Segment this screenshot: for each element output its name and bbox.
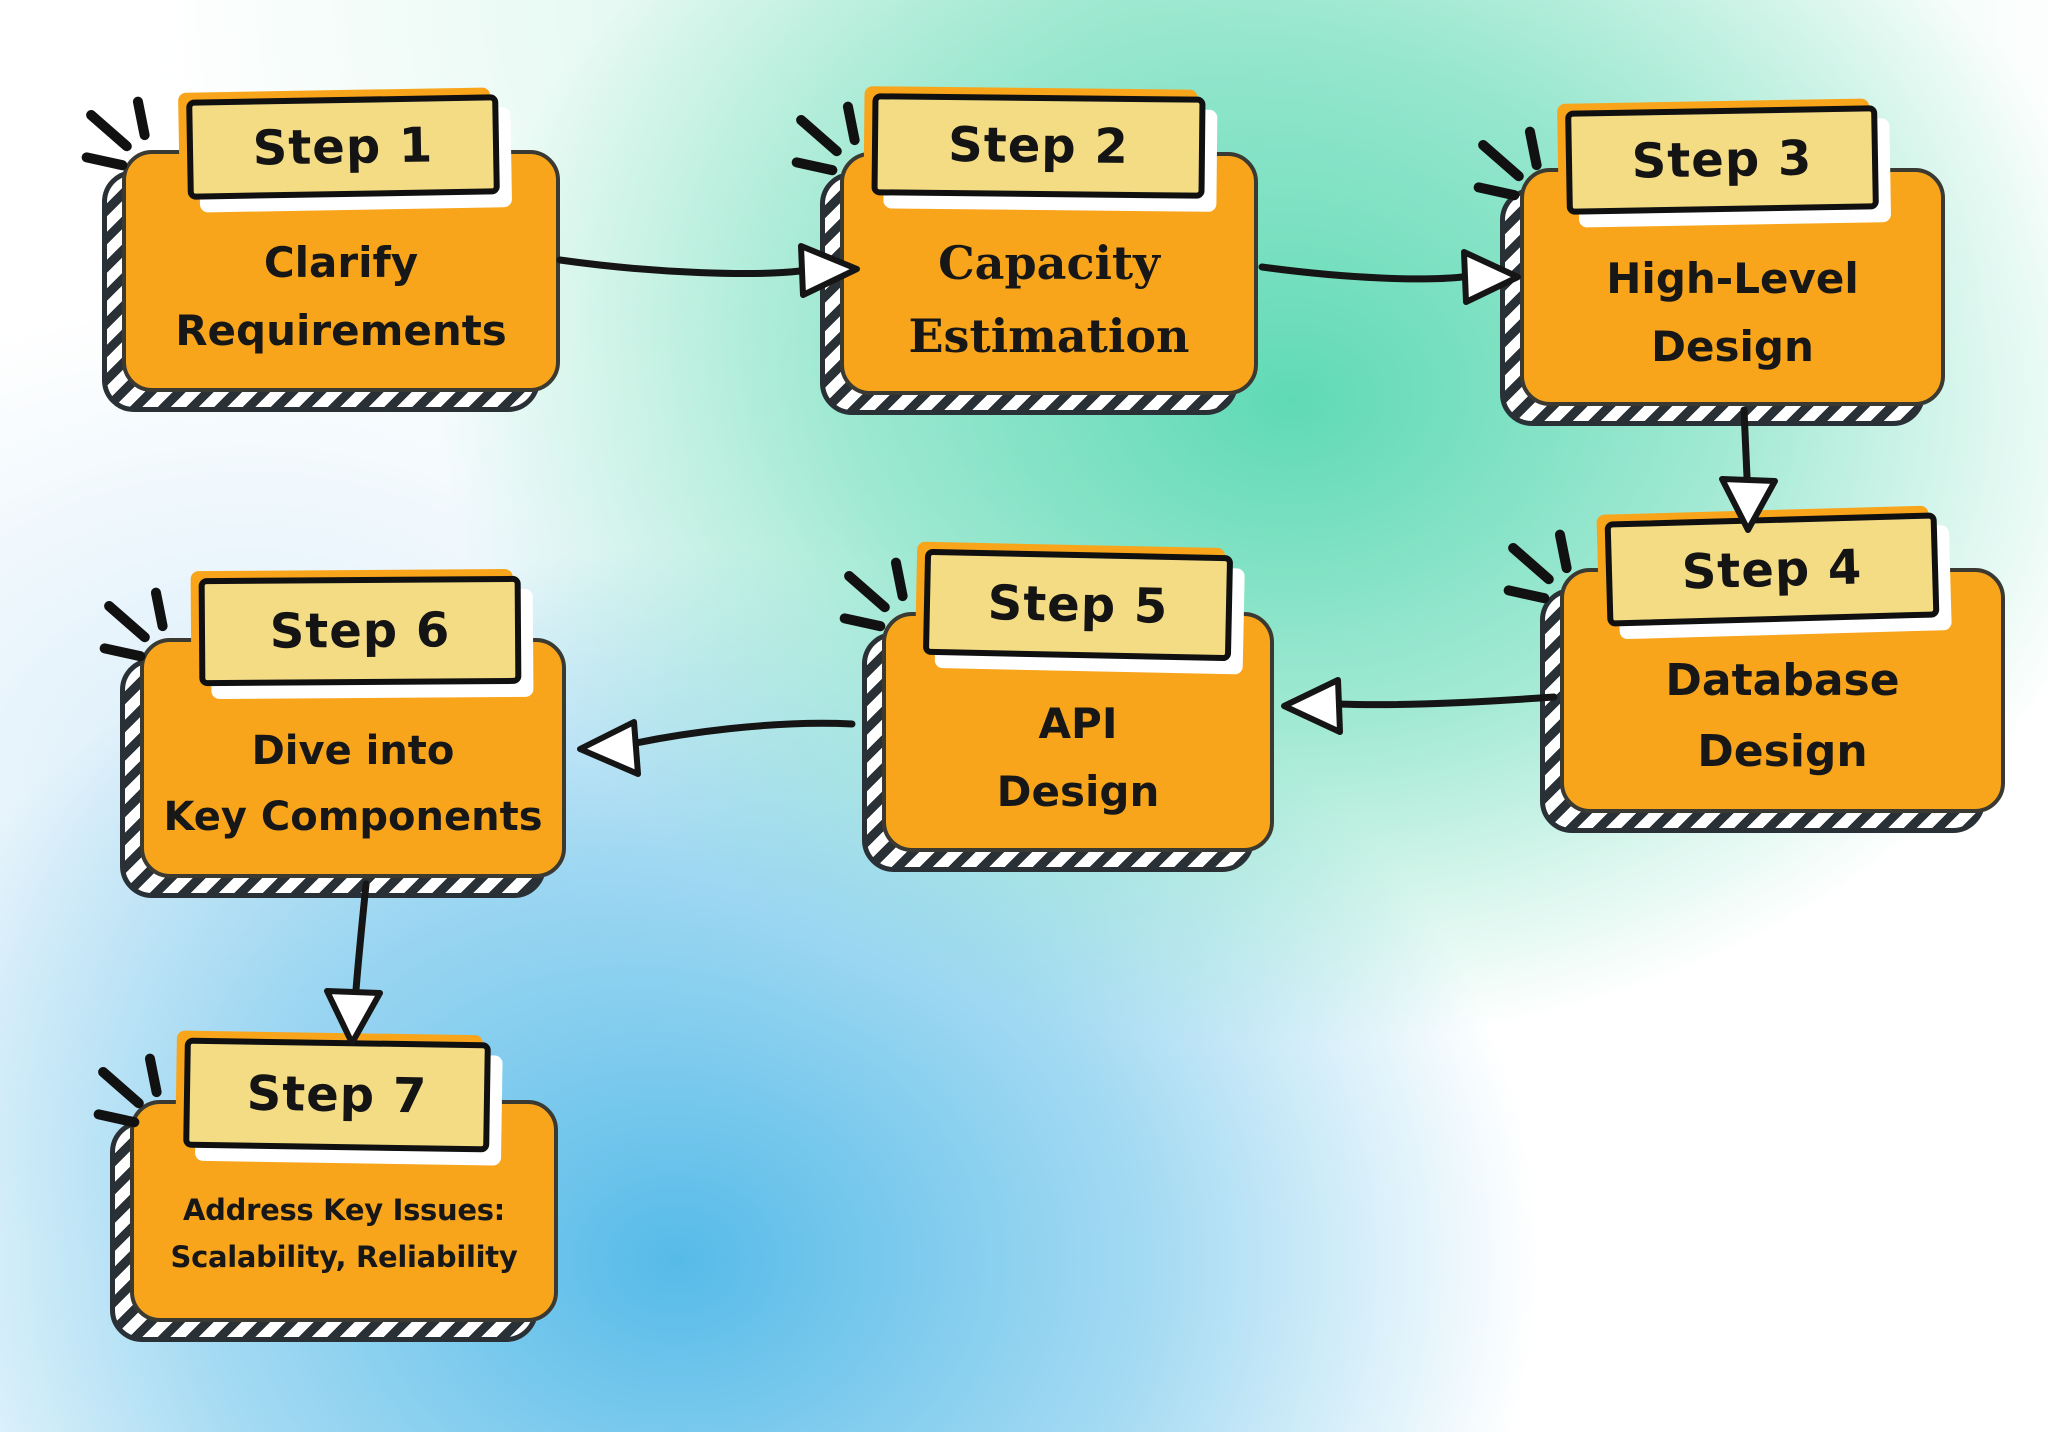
step-3-title-line: High-Level bbox=[1606, 253, 1859, 303]
step-3-title-line: Design bbox=[1651, 322, 1814, 371]
step-5-title-line: API bbox=[1038, 698, 1118, 748]
step-7-title-line: Scalability, Reliability bbox=[170, 1240, 518, 1274]
arrow-4-to-5 bbox=[1281, 677, 1558, 735]
arrow-1-to-2 bbox=[556, 243, 860, 298]
step-7-title-line: Address Key Issues: bbox=[183, 1192, 505, 1227]
step-1-title-line: Clarify bbox=[263, 237, 419, 287]
step-2-title-line: Capacity bbox=[938, 235, 1160, 290]
step-4-label: Step 4 bbox=[1604, 512, 1940, 627]
arrow-6-to-7 bbox=[324, 880, 383, 1046]
step-2-title-line: Estimation bbox=[908, 308, 1190, 363]
step-4-title-line: Design bbox=[1697, 725, 1868, 777]
step-5-title-line: Design bbox=[996, 767, 1160, 816]
step-6-label: Step 6 bbox=[198, 575, 522, 687]
step-5-label: Step 5 bbox=[922, 548, 1234, 662]
sparkle-icon bbox=[1503, 529, 1572, 604]
step-1-title-line: Requirements bbox=[175, 306, 507, 355]
step-1-label: Step 1 bbox=[186, 94, 500, 200]
step-2-label: Step 2 bbox=[871, 93, 1206, 199]
sparkle-icon bbox=[99, 587, 168, 662]
sparkle-icon bbox=[791, 101, 860, 176]
sparkle-icon bbox=[93, 1053, 162, 1128]
step-4-title-line: Database bbox=[1665, 654, 1900, 706]
arrow-2-to-3 bbox=[1258, 249, 1521, 305]
arrow-3-to-4 bbox=[1719, 406, 1778, 533]
sparkle-icon bbox=[81, 96, 150, 171]
step-7-label: Step 7 bbox=[183, 1037, 491, 1153]
arrow-5-to-6 bbox=[577, 719, 856, 777]
sparkle-icon bbox=[839, 557, 908, 632]
step-6-title-line: Key Components bbox=[163, 794, 543, 840]
step-6-title-line: Dive into bbox=[251, 728, 455, 774]
step-3-label: Step 3 bbox=[1565, 105, 1879, 215]
sparkle-icon bbox=[1473, 126, 1542, 201]
